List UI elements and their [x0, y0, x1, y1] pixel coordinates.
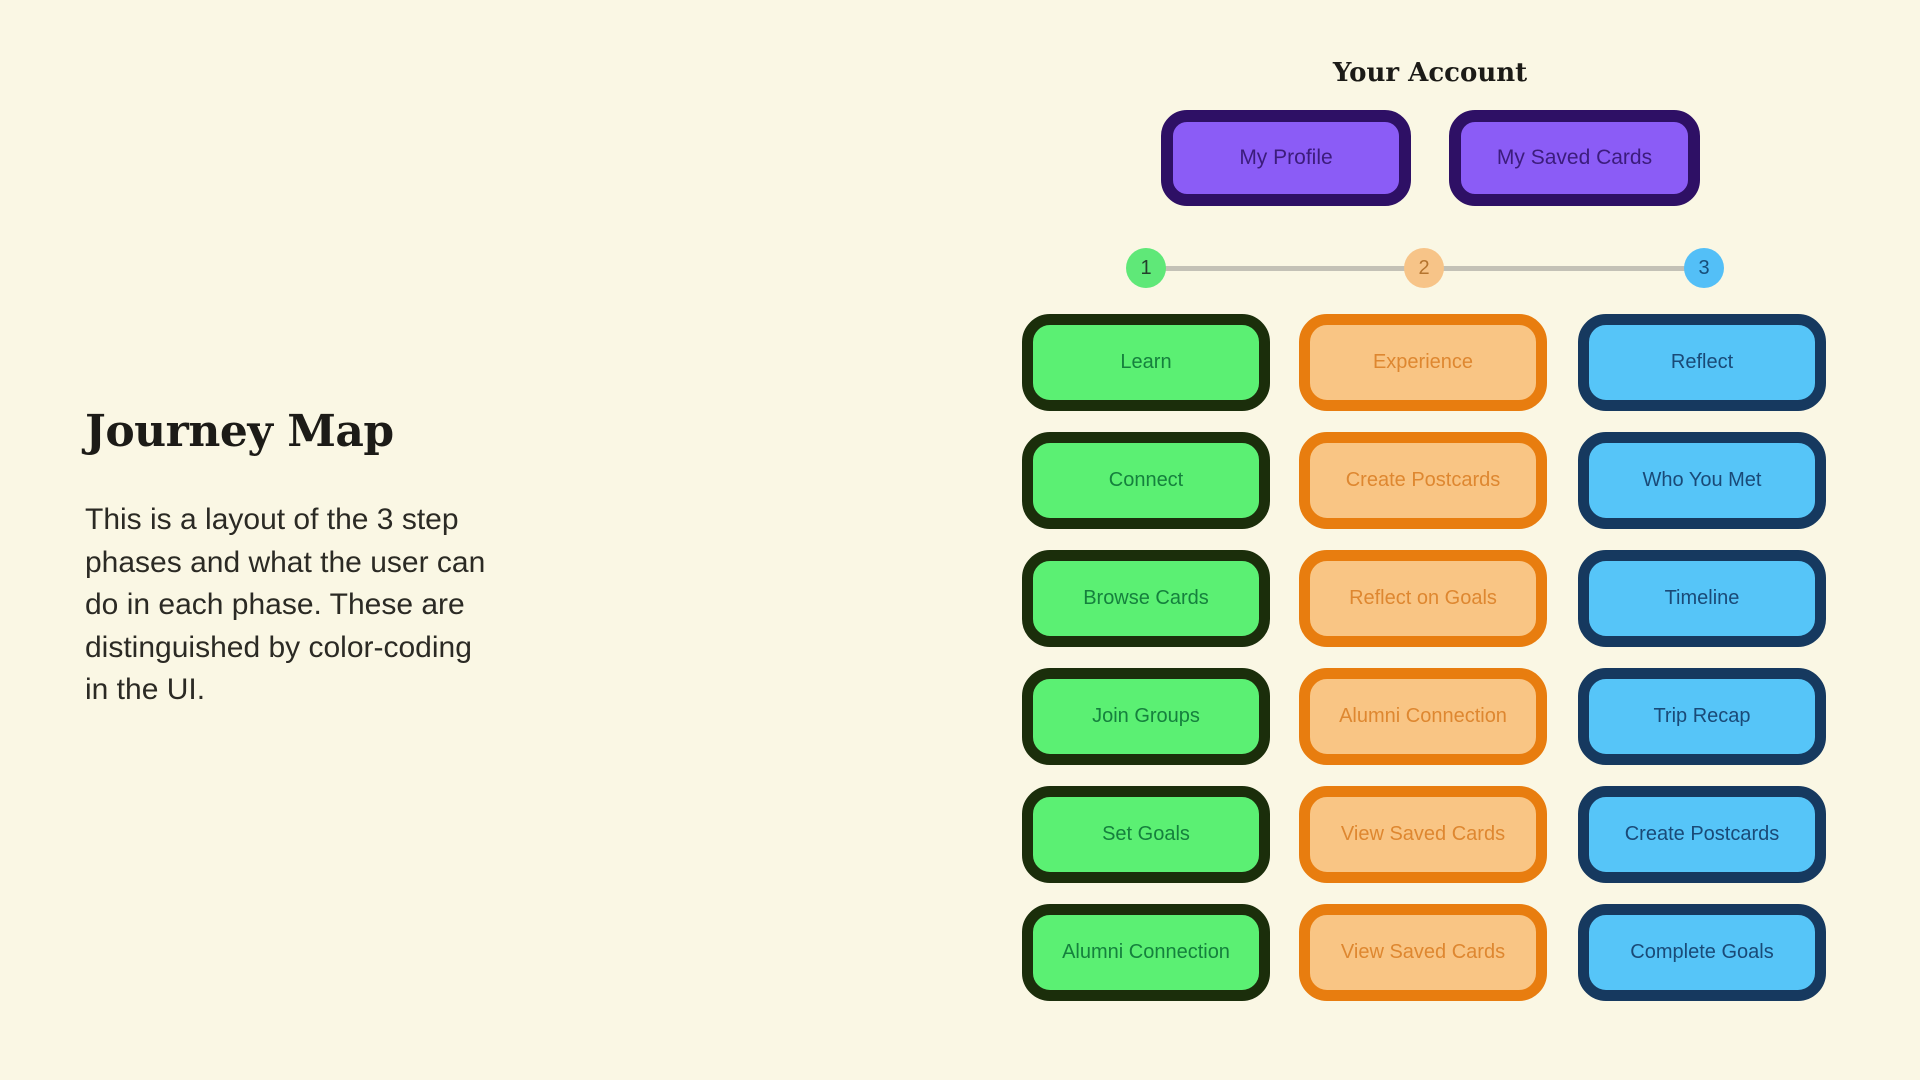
phase-action-button[interactable]: Alumni Connection: [1022, 904, 1270, 1001]
phase-action-button[interactable]: Create Postcards: [1578, 786, 1826, 883]
phase-action-button[interactable]: Join Groups: [1022, 668, 1270, 765]
phase-action-button[interactable]: View Saved Cards: [1299, 904, 1547, 1001]
account-section-title: Your Account: [1332, 58, 1528, 88]
step-3-indicator: 3: [1684, 248, 1724, 288]
phase-action-button[interactable]: Learn: [1022, 314, 1270, 411]
phase-action-button[interactable]: Experience: [1299, 314, 1547, 411]
page-title: Journey Map: [85, 406, 394, 457]
my-profile-button[interactable]: My Profile: [1161, 110, 1411, 206]
phase-action-button[interactable]: Browse Cards: [1022, 550, 1270, 647]
phase-action-button[interactable]: Set Goals: [1022, 786, 1270, 883]
phase-action-button[interactable]: Timeline: [1578, 550, 1826, 647]
phase-action-button[interactable]: Create Postcards: [1299, 432, 1547, 529]
phase-action-button[interactable]: Complete Goals: [1578, 904, 1826, 1001]
phase-column-1-learn: Learn Connect Browse Cards Join Groups S…: [1022, 314, 1270, 1001]
phase-action-button[interactable]: Reflect on Goals: [1299, 550, 1547, 647]
phase-action-button[interactable]: View Saved Cards: [1299, 786, 1547, 883]
phase-action-button[interactable]: Connect: [1022, 432, 1270, 529]
phase-action-button[interactable]: Who You Met: [1578, 432, 1826, 529]
step-2-indicator: 2: [1404, 248, 1444, 288]
left-panel: Journey Map This is a layout of the 3 st…: [85, 406, 515, 712]
phase-column-3-reflect: Reflect Who You Met Timeline Trip Recap …: [1578, 314, 1826, 1001]
my-saved-cards-button[interactable]: My Saved Cards: [1449, 110, 1700, 206]
phase-action-button[interactable]: Reflect: [1578, 314, 1826, 411]
phase-column-2-experience: Experience Create Postcards Reflect on G…: [1299, 314, 1547, 1001]
step-1-indicator: 1: [1126, 248, 1166, 288]
page-description: This is a layout of the 3 step phases an…: [85, 503, 486, 707]
phase-action-button[interactable]: Trip Recap: [1578, 668, 1826, 765]
phase-action-button[interactable]: Alumni Connection: [1299, 668, 1547, 765]
